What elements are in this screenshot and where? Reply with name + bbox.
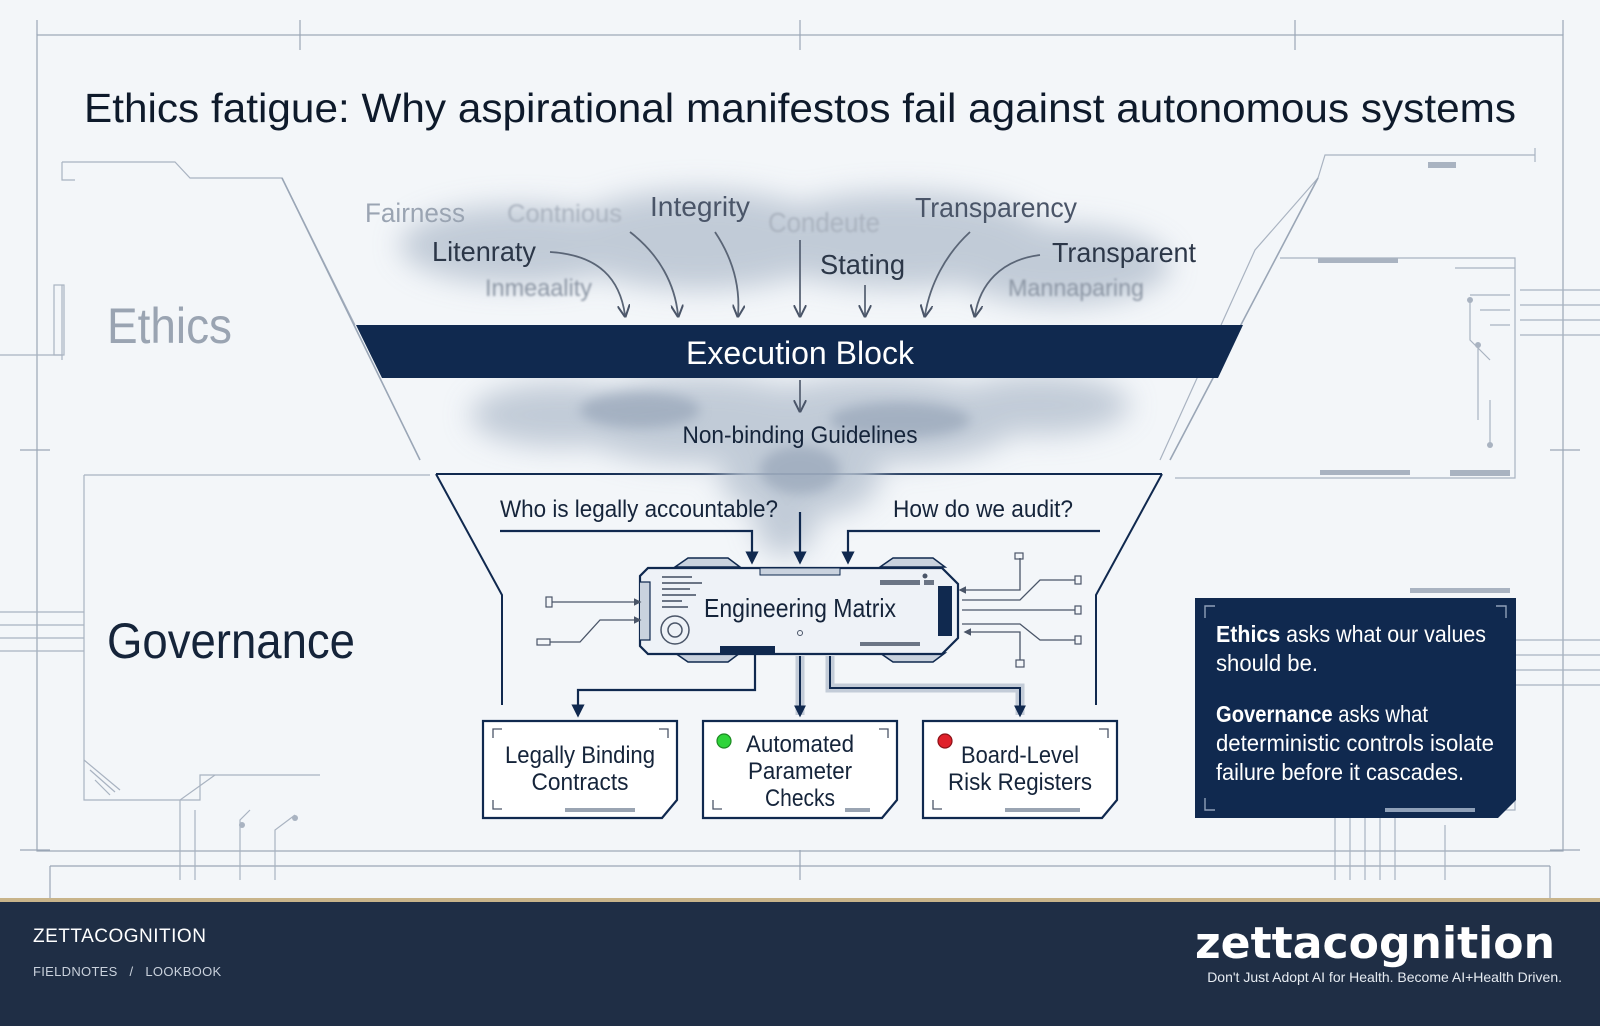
circuit-traces — [550, 558, 1075, 660]
contracts-label-line-1: Legally Binding — [505, 742, 655, 769]
principle-immeality: Inmeaality — [485, 275, 592, 302]
checks-label-line-2: Parameter — [748, 758, 852, 785]
principle-literacy: Litenraty — [432, 236, 536, 267]
output-box-registers — [921, 719, 1119, 820]
callout-governance-line-2: deterministic controls isolate — [1216, 730, 1494, 756]
question-accountable: Who is legally accountable? — [500, 496, 778, 523]
principle-mannaparing: Mannaparing — [1008, 275, 1144, 302]
footer-tagline: Don't Just Adopt AI for Health. Become A… — [1207, 969, 1562, 985]
breadcrumb-separator: / — [129, 964, 134, 979]
execution-block-label: Execution Block — [686, 335, 915, 371]
principle-words: Fairness Contnious Integrity Condeute Tr… — [365, 191, 1196, 302]
callout-box — [1195, 588, 1516, 818]
principle-stating: Stating — [820, 249, 905, 280]
registers-label-line-1: Board-Level — [961, 742, 1079, 769]
breadcrumb: FIELDNOTES / LOOKBOOK — [33, 964, 221, 979]
callout-governance-line-1: Governance asks what — [1216, 701, 1429, 727]
callout-ethics-line-1: Ethics asks what our values — [1216, 621, 1486, 647]
non-binding-label: Non-binding Guidelines — [683, 422, 918, 449]
breadcrumb-lookbook[interactable]: LOOKBOOK — [145, 964, 222, 979]
page-title: Ethics fatigue: Why aspirational manifes… — [84, 85, 1516, 131]
blueprint-frame — [20, 20, 1580, 900]
contracts-label-line-2: Contracts — [532, 769, 629, 796]
principle-transparency: Transparency — [915, 192, 1077, 223]
footer-brand: ZETTACOGNITION — [33, 926, 207, 947]
checks-label-line-1: Automated — [746, 731, 854, 758]
registers-label-line-2: Risk Registers — [948, 769, 1092, 796]
logo-wordmark: zettacognition — [1195, 920, 1555, 968]
callout-ethics-line-2: should be. — [1216, 650, 1318, 676]
status-dot-red — [937, 733, 953, 749]
execution-block-band — [356, 325, 1243, 378]
output-box-checks — [701, 719, 899, 820]
status-dot-green — [716, 733, 732, 749]
callout-governance-line-3: failure before it cascades. — [1216, 759, 1464, 785]
principle-transparent: Transparent — [1052, 237, 1196, 268]
output-connectors — [571, 654, 1026, 718]
question-connectors — [500, 512, 1100, 565]
left-side-outline — [0, 161, 430, 880]
checks-label-line-3: Checks — [765, 785, 835, 812]
principle-integrity: Integrity — [650, 191, 750, 222]
side-label-ethics: Ethics — [107, 298, 232, 354]
question-audit: How do we audit? — [893, 496, 1073, 523]
breadcrumb-fieldnotes[interactable]: FIELDNOTES — [33, 964, 118, 979]
principle-continuous: Contnious — [507, 200, 622, 228]
output-box-contracts — [481, 719, 679, 820]
engineering-matrix-label: Engineering Matrix — [704, 593, 896, 623]
side-label-governance: Governance — [107, 613, 355, 669]
funnel-outline — [281, 177, 1319, 461]
zettacognition-logo: zettacognition — [1195, 920, 1555, 968]
principle-fairness: Fairness — [365, 198, 465, 228]
footer-bar: ZETTACOGNITION FIELDNOTES / LOOKBOOK zet… — [0, 898, 1600, 1026]
principle-condeute: Condeute — [768, 207, 880, 238]
principle-arrows — [549, 231, 1041, 315]
